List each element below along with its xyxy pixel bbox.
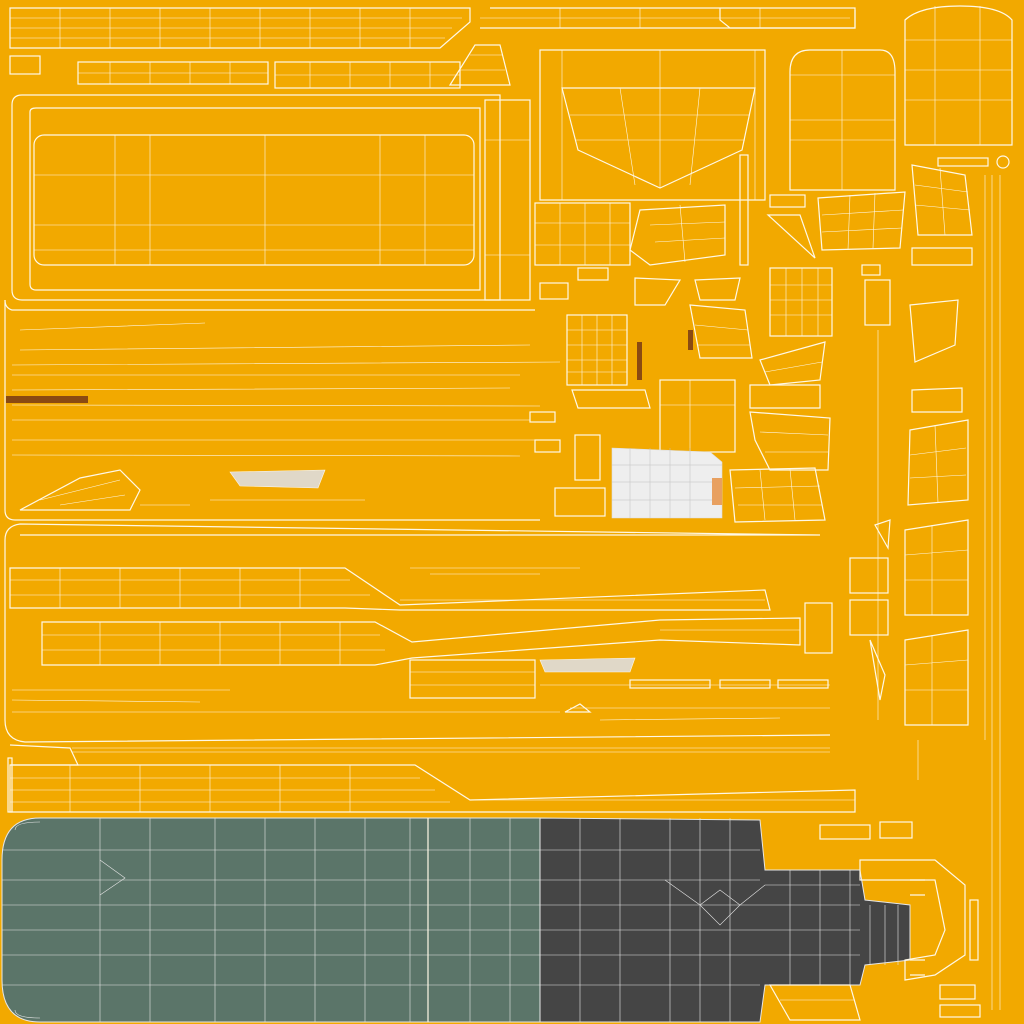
brown-detail-vertical: [637, 342, 642, 380]
bow-shell: [539, 49, 766, 201]
curved-panels-center: [554, 154, 831, 523]
small-detail-row: [564, 679, 829, 713]
stern-pieces: [768, 821, 981, 1021]
main-deck-shell: [11, 94, 531, 301]
hull-side-strips-upper: [4, 299, 561, 521]
lower-deck-strip: [7, 757, 856, 813]
hull-bottom-green: [1, 817, 541, 1023]
hull-side-strips-lower: [4, 523, 833, 743]
right-column-pieces: [817, 155, 1010, 1010]
tiny-chips-row: [9, 744, 830, 766]
top-deck-strip: [9, 7, 856, 49]
top-small-strips: [9, 44, 511, 89]
white-window-patch: [611, 447, 723, 519]
brown-detail-strip: [6, 396, 88, 403]
cabin-block: [789, 5, 1013, 191]
hull-bottom-dark: [539, 817, 925, 1023]
